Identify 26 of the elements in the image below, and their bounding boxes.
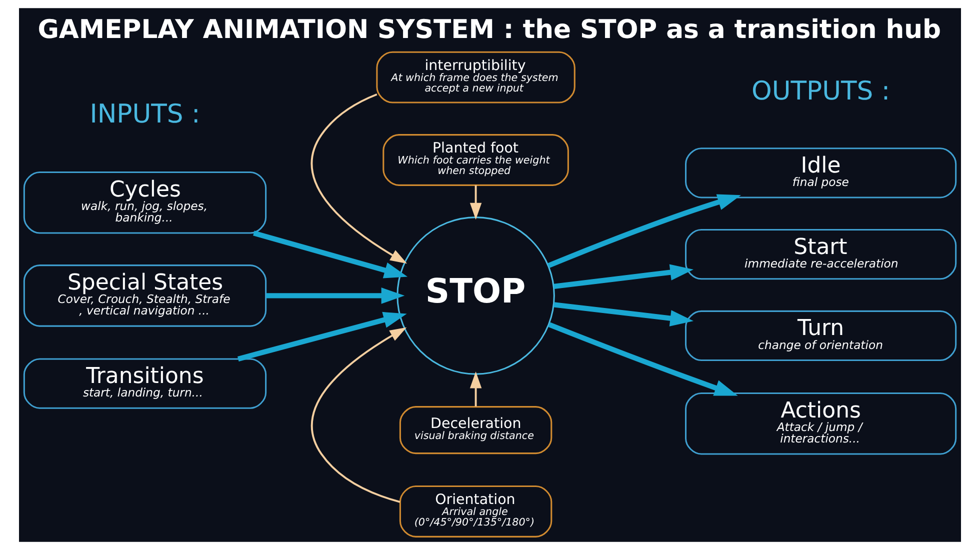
- node-box: Turn change of orientation: [685, 310, 957, 362]
- node-box: Actions Attack / jump / interactions...: [685, 392, 957, 455]
- arrow: [311, 93, 408, 264]
- arrow: [547, 194, 741, 268]
- arrow: [548, 322, 738, 396]
- arrow: [253, 230, 408, 278]
- diagram-title: GAMEPLAY ANIMATION SYSTEM : the STOP as a transition hub: [38, 14, 942, 45]
- node-box: Idle final pose: [685, 148, 957, 198]
- node-box: Cycles walk, run, jog, slopes, banking...: [23, 172, 267, 234]
- node-box: Transitions start, landing, turn...: [23, 358, 267, 409]
- node-box: interruptibility At which frame does the system accept a new input: [376, 51, 576, 104]
- arrow: [554, 302, 694, 326]
- node-circle: STOP: [396, 216, 555, 375]
- arrow: [470, 185, 482, 220]
- label: INPUTS :: [90, 100, 200, 130]
- label: OUTPUTS :: [752, 76, 890, 106]
- arrow: [266, 288, 405, 304]
- arrow: [237, 312, 407, 362]
- node-box: Orientation Arrival angle (0°/45°/90°/135°/180°): [399, 486, 552, 538]
- node-box: Planted foot Which foot carries the weight when stopped: [382, 134, 569, 186]
- arrow: [470, 371, 482, 406]
- arrow: [311, 327, 407, 503]
- arrow: [554, 264, 694, 289]
- node-box: Deceleration visual braking distance: [399, 406, 552, 454]
- node-box: Start immediate re-acceleration: [685, 229, 957, 280]
- node-box: Special States Cover, Crouch, Stealth, Strafe , vertical navigation ...: [23, 264, 267, 327]
